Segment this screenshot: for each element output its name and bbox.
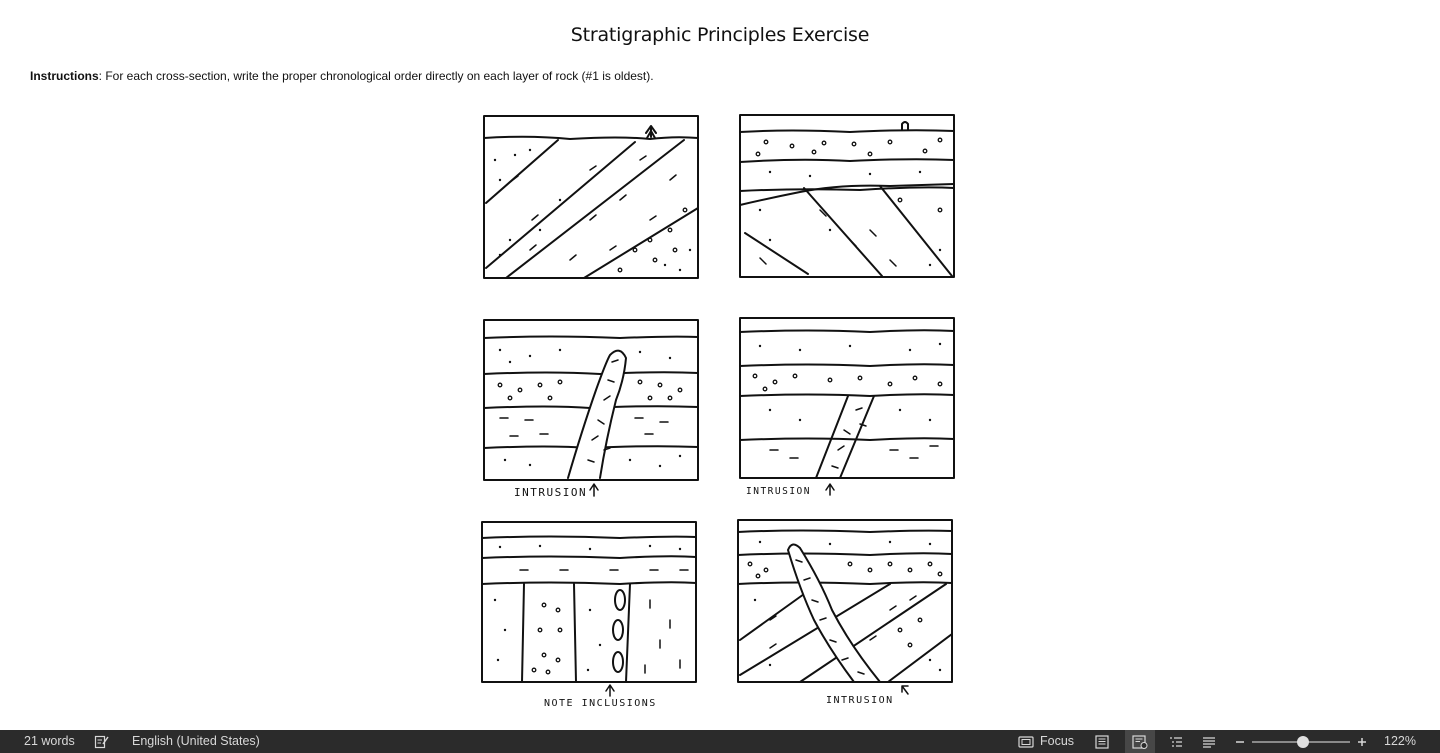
status-bar: 21 words English (United States) Focus xyxy=(0,730,1440,753)
zoom-slider[interactable] xyxy=(1252,736,1350,748)
cross-section-panel-1 xyxy=(483,115,699,279)
instructions-label: Instructions xyxy=(30,69,99,83)
focus-button[interactable]: Focus xyxy=(1040,734,1075,748)
zoom-out-button[interactable] xyxy=(1233,730,1247,753)
language-indicator[interactable]: English (United States) xyxy=(132,734,260,748)
cross-section-figure[interactable]: INTRUSION INTRUSION NOTE INCLUSIONS INTR… xyxy=(470,100,970,715)
cross-section-panel-2 xyxy=(739,114,955,278)
cross-section-panel-5 xyxy=(481,521,697,697)
panel-4-caption: INTRUSION xyxy=(746,486,811,497)
print-layout-icon[interactable] xyxy=(1092,730,1112,753)
proofing-icon[interactable] xyxy=(92,730,112,753)
word-count[interactable]: 21 words xyxy=(24,734,75,748)
web-layout-icon[interactable] xyxy=(1125,730,1155,753)
document-page: Stratigraphic Principles Exercise Instru… xyxy=(30,24,970,715)
zoom-in-button[interactable] xyxy=(1355,730,1369,753)
focus-icon[interactable] xyxy=(1017,730,1035,753)
plus-icon xyxy=(1358,737,1366,746)
document-title: Stratigraphic Principles Exercise xyxy=(570,24,870,46)
cross-section-panel-3 xyxy=(483,319,699,497)
instructions-text: : For each cross-section, write the prop… xyxy=(98,69,654,83)
zoom-level[interactable]: 122% xyxy=(1384,734,1416,748)
panel-5-caption: NOTE INCLUSIONS xyxy=(544,698,657,709)
cross-section-panel-4 xyxy=(739,317,955,496)
panel-3-caption: INTRUSION xyxy=(514,486,587,499)
cross-section-panel-6 xyxy=(737,519,953,695)
draft-icon[interactable] xyxy=(1199,730,1219,753)
outline-icon[interactable] xyxy=(1166,730,1186,753)
instructions-paragraph: Instructions: For each cross-section, wr… xyxy=(30,69,654,83)
zoom-slider-handle[interactable] xyxy=(1296,736,1309,748)
minus-icon xyxy=(1236,740,1244,743)
panel-6-caption: INTRUSION xyxy=(826,695,894,706)
